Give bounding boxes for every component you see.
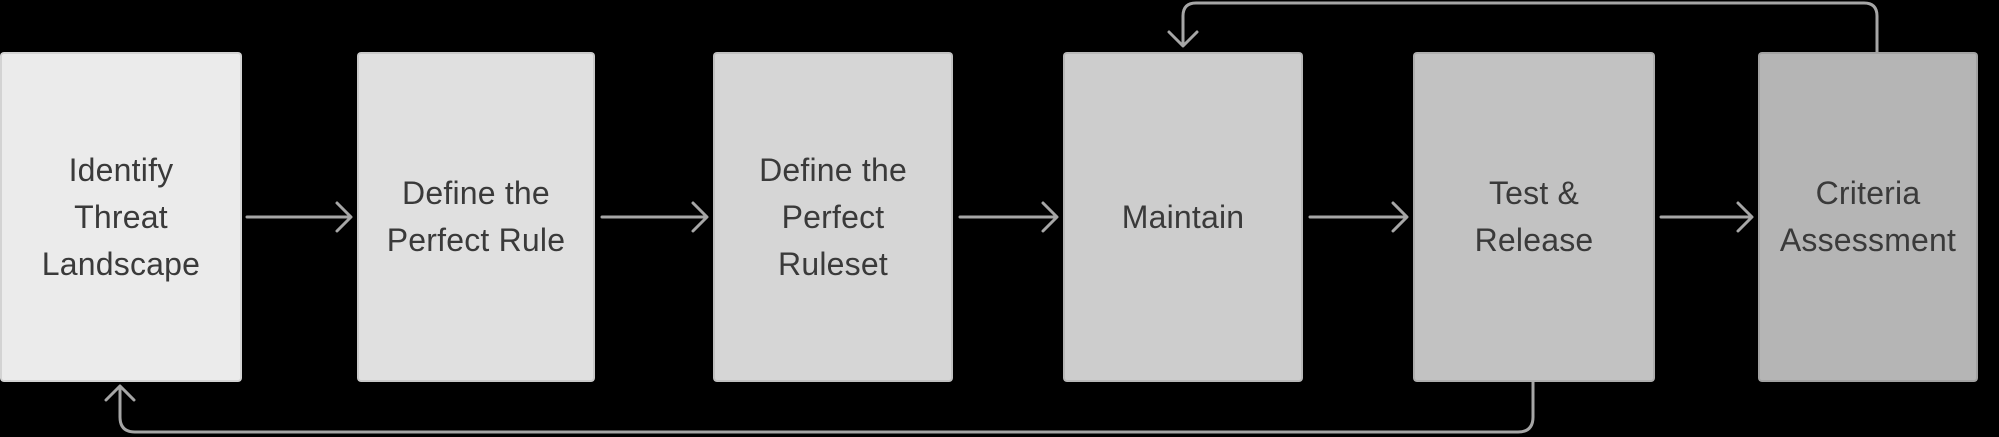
arrowhead-right-icon [1041,201,1059,233]
flow-node-label: Criteria Assessment [1779,175,1957,258]
arrowhead-right-icon [335,201,353,233]
flow-node-define-the-perfect-ruleset: Define the Perfect Ruleset [713,52,953,382]
arrow-define-ruleset-to-maintain [958,201,1059,233]
flow-node-label: Maintain [1121,198,1245,235]
flow-node-label: Identify Threat Landscape [41,151,201,282]
arrowhead-right-icon [1391,201,1409,233]
arrow-maintain-to-test-release [1308,201,1409,233]
flow-node-test-and-release: Test & Release [1413,52,1655,382]
flow-node-criteria-assessment: Criteria Assessment [1758,52,1978,382]
arrow-define-rule-to-define-ruleset [600,201,709,233]
flow-node-label: Define the Perfect Ruleset [759,151,907,282]
flow-node-maintain: Maintain [1063,52,1303,382]
flow-node-label: Test & Release [1474,175,1594,258]
arrowhead-right-icon [1736,201,1754,233]
feedback-loop-criteria-to-maintain [1167,1,1879,54]
arrow-identify-to-define-rule [245,201,353,233]
flow-node-define-the-perfect-rule: Define the Perfect Rule [357,52,595,382]
arrow-test-release-to-criteria [1659,201,1754,233]
feedback-loop-test-release-to-identify [104,380,1535,434]
flow-node-identify-threat-landscape: Identify Threat Landscape [0,52,242,382]
arrowhead-right-icon [691,201,709,233]
arrowhead-up-icon [104,384,136,402]
arrowhead-down-icon [1167,30,1199,48]
flow-node-label: Define the Perfect Rule [386,175,566,258]
